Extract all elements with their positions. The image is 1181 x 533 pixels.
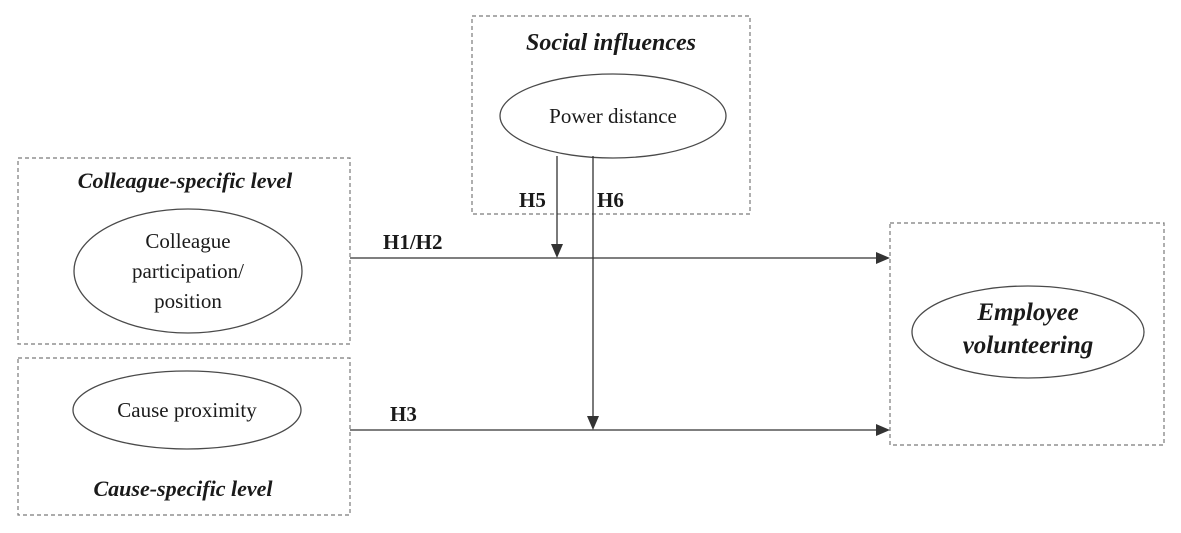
h6-arrowhead <box>587 416 599 430</box>
cause-specific-box <box>17 357 351 516</box>
colleague-participation-node <box>73 208 303 334</box>
power-distance-label: Power distance <box>549 104 677 128</box>
colleague-participation-line-3: position <box>154 289 222 313</box>
outcome-box <box>889 222 1165 446</box>
h5-arrowhead <box>551 244 563 258</box>
power-distance-node <box>499 73 727 159</box>
colleague-specific-title: Colleague-specific level <box>78 168 293 193</box>
social-influences-title: Social influences <box>526 30 696 56</box>
cause-proximity-node <box>72 370 302 450</box>
colleague-participation-line-1: Colleague <box>145 229 230 253</box>
employee-volunteering-node <box>911 285 1145 379</box>
h5-label: H5 <box>519 188 546 212</box>
cause-proximity-label: Cause proximity <box>117 398 257 422</box>
h1h2-arrowhead <box>876 252 890 264</box>
h3-arrowhead <box>876 424 890 436</box>
h3-label: H3 <box>390 402 417 426</box>
h6-label: H6 <box>597 188 624 212</box>
employee-volunteering-line-1: Employee <box>976 299 1078 326</box>
employee-volunteering-line-2: volunteering <box>963 332 1094 359</box>
colleague-participation-line-2: participation/ <box>132 259 244 283</box>
h1h2-label: H1/H2 <box>383 230 443 254</box>
cause-specific-title: Cause-specific level <box>94 476 274 501</box>
